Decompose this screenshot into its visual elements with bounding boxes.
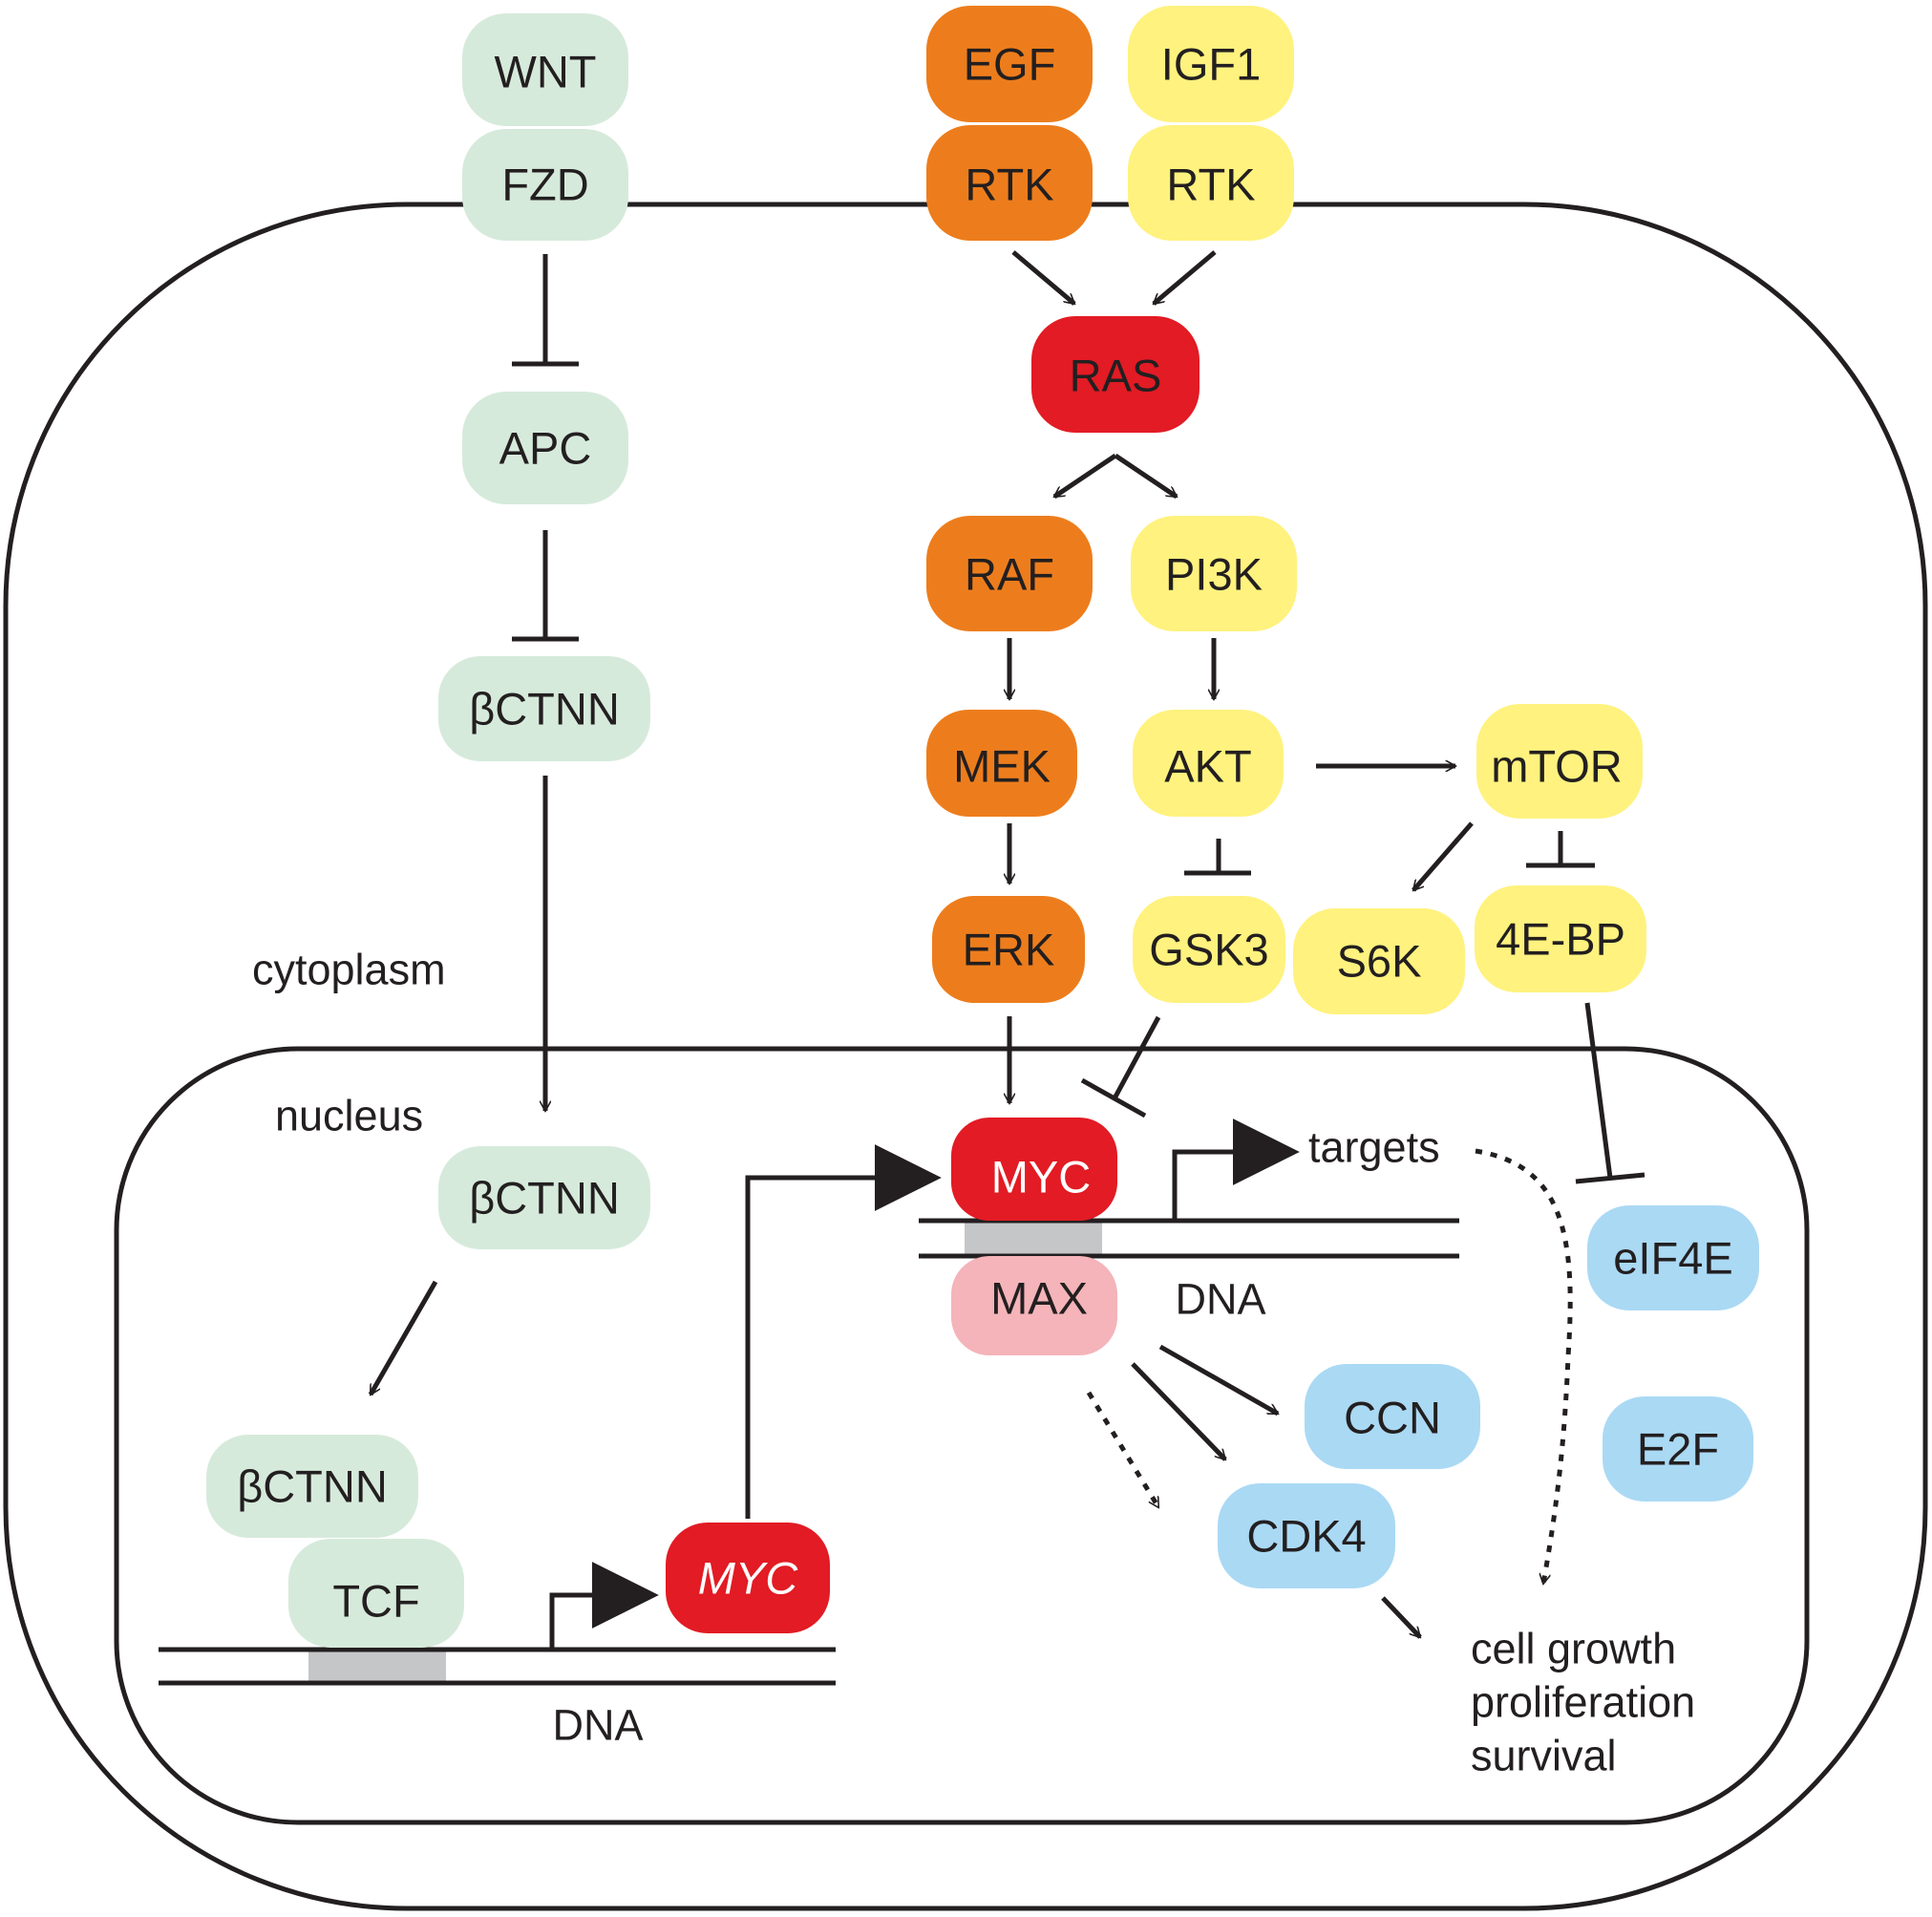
dna-left-binding-site (308, 1649, 446, 1683)
edge-mtor-to-s6k (1412, 821, 1474, 892)
svg-text:WNT: WNT (494, 47, 596, 97)
node-mek: MEK (926, 710, 1077, 817)
nucleus-membrane (114, 1046, 1810, 1825)
edge-rtk-igf-to-ras (1154, 250, 1217, 306)
edge-myc-max-to-targets (1172, 1118, 1300, 1221)
node-mtor: mTOR (1476, 704, 1643, 819)
node-erk: ERK (932, 896, 1085, 1003)
node-fzd: FZD (462, 129, 628, 241)
node-bctnn-nucleus: βCTNN (438, 1146, 650, 1249)
svg-text:βCTNN: βCTNN (469, 684, 620, 735)
svg-text:eIF4E: eIF4E (1613, 1233, 1732, 1284)
svg-text:βCTNN: βCTNN (237, 1461, 388, 1512)
svg-text:MEK: MEK (953, 741, 1051, 792)
dna-left (159, 1647, 836, 1686)
edge-myc-gene-to-myc-protein (745, 1144, 942, 1519)
label-targets: targets (1308, 1123, 1440, 1172)
edge-targets-dotted-outcome (1475, 1148, 1573, 1584)
node-bctnn-cytoplasm: βCTNN (438, 656, 650, 761)
svg-text:IGF1: IGF1 (1161, 39, 1261, 90)
svg-text:MAX: MAX (990, 1273, 1088, 1324)
label-cytoplasm: cytoplasm (252, 946, 446, 994)
edge-mtor-inhibits-4ebp (1526, 831, 1595, 868)
svg-text:RTK: RTK (1166, 160, 1255, 210)
node-rtk-egf: RTK (926, 125, 1093, 241)
edge-max-to-cdk4 (1131, 1362, 1227, 1461)
edge-apc-inhibits-bctnn (512, 530, 579, 642)
node-s6k: S6K (1293, 908, 1465, 1014)
dna-right (919, 1218, 1459, 1259)
node-raf: RAF (926, 516, 1093, 631)
svg-text:4E-BP: 4E-BP (1496, 914, 1625, 965)
node-igf1: IGF1 (1128, 6, 1294, 122)
svg-text:CDK4: CDK4 (1246, 1511, 1366, 1562)
node-eif4e: eIF4E (1587, 1205, 1759, 1310)
edge-bctnn-to-tcf (368, 1280, 438, 1395)
svg-text:S6K: S6K (1337, 936, 1422, 987)
svg-text:FZD: FZD (501, 160, 588, 210)
svg-text:PI3K: PI3K (1165, 549, 1263, 600)
node-cdk4: CDK4 (1218, 1483, 1395, 1588)
label-dna-left: DNA (552, 1701, 643, 1750)
node-ras: RAS (1031, 316, 1200, 433)
node-ccn: CCN (1305, 1364, 1480, 1469)
edge-rtk-egf-to-ras (1011, 250, 1074, 306)
label-outcome-survival: survival (1471, 1732, 1617, 1780)
svg-text:MYC: MYC (698, 1553, 799, 1604)
edge-ras-to-pi3k (1114, 453, 1177, 500)
node-myc-protein: MYC (951, 1118, 1117, 1221)
node-tcf: TCF (288, 1539, 464, 1648)
edge-ras-to-raf (1054, 453, 1117, 500)
edge-cdk4-to-outcome (1381, 1596, 1422, 1639)
svg-text:βCTNN: βCTNN (469, 1173, 620, 1224)
edge-fzd-inhibits-apc (512, 254, 579, 367)
svg-text:RAF: RAF (965, 549, 1054, 600)
edge-tcf-promoter-to-myc-gene (549, 1562, 659, 1650)
label-dna-right: DNA (1175, 1275, 1265, 1324)
edge-4ebp-inhibits-eif4e (1575, 1002, 1645, 1184)
node-e2f: E2F (1603, 1396, 1753, 1502)
svg-text:E2F: E2F (1637, 1424, 1719, 1475)
svg-text:APC: APC (499, 423, 592, 474)
label-outcome-proliferation: proliferation (1471, 1678, 1695, 1727)
node-layer: WNT FZD APC βCTNN βCTNN βCTNN TCF EGF (206, 6, 1759, 1648)
svg-text:GSK3: GSK3 (1149, 925, 1268, 975)
node-bctnn-bound: βCTNN (206, 1435, 418, 1538)
node-wnt: WNT (462, 13, 628, 126)
svg-text:ERK: ERK (963, 925, 1055, 975)
edge-max-to-ccn (1158, 1344, 1278, 1416)
node-max: MAX (951, 1256, 1117, 1355)
svg-text:TCF: TCF (332, 1576, 419, 1627)
svg-text:RAS: RAS (1070, 351, 1162, 401)
svg-text:MYC: MYC (991, 1152, 1091, 1203)
node-pi3k: PI3K (1131, 516, 1297, 631)
svg-text:EGF: EGF (964, 39, 1056, 90)
node-4ebp: 4E-BP (1475, 885, 1646, 992)
node-akt: AKT (1133, 710, 1284, 817)
edge-max-dotted-outcome (1086, 1391, 1161, 1507)
edge-akt-inhibits-gsk3 (1184, 839, 1251, 876)
edge-gsk3-inhibits-myc (1080, 1015, 1161, 1118)
node-myc-gene: MYC (666, 1523, 830, 1633)
dna-right-binding-site (965, 1221, 1102, 1256)
label-nucleus: nucleus (275, 1092, 423, 1140)
node-egf: EGF (926, 6, 1093, 122)
node-gsk3: GSK3 (1133, 896, 1285, 1003)
node-rtk-igf: RTK (1128, 125, 1294, 241)
label-outcome-cell-growth: cell growth (1471, 1625, 1676, 1673)
svg-text:mTOR: mTOR (1491, 741, 1623, 792)
svg-text:RTK: RTK (965, 160, 1053, 210)
svg-text:AKT: AKT (1164, 741, 1251, 792)
svg-text:CCN: CCN (1344, 1393, 1441, 1443)
node-apc: APC (462, 392, 628, 504)
